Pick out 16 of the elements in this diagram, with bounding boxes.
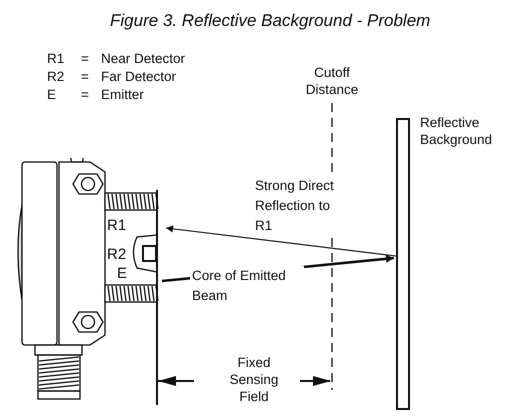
label: E — [47, 86, 56, 103]
label: = — [81, 50, 89, 67]
label: R2 — [107, 246, 126, 263]
node-caption: Reflective Background — [420, 114, 494, 148]
label: = — [81, 86, 89, 103]
label: E — [117, 265, 128, 282]
label: R2 — [47, 68, 64, 85]
reflective-panel — [396, 118, 410, 410]
label: R1 — [47, 50, 64, 67]
label: R1 — [107, 217, 126, 234]
label: Near Detector — [101, 50, 186, 67]
label: Far Detector — [101, 68, 176, 85]
label: Emitter — [101, 86, 144, 103]
figure-title: Figure 3. Reflective Background - Problem — [110, 12, 430, 29]
arrow — [166, 225, 396, 257]
label: = — [81, 68, 89, 85]
